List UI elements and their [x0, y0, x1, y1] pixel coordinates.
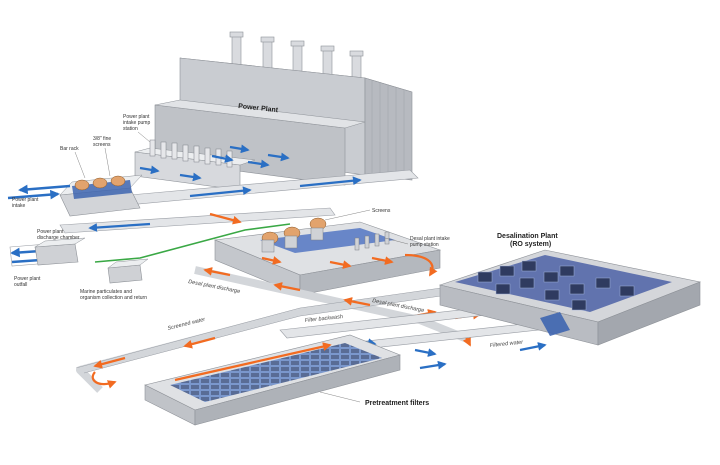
discharge-chamber-label-1: Power plant	[37, 229, 64, 235]
power-plant-stacks	[229, 31, 364, 85]
outfall-label-1: Power plant	[14, 276, 41, 282]
desal-feed-pipe	[59, 207, 336, 234]
pump-station-label-2: intake pump	[123, 120, 150, 126]
screened-water-pipe-edges	[75, 285, 456, 374]
desal-pump-label-2: pump station	[410, 242, 439, 248]
desal-plant-title-1: Desalination Plant	[497, 233, 558, 240]
marine-label-1: Marine particulates and	[80, 289, 132, 295]
pretreatment-filters-label: Pretreatment filters	[365, 400, 429, 407]
marine-label-2: organism collection and return	[80, 295, 147, 301]
desal-plant-title-2: (RO system)	[510, 241, 551, 248]
desal-intake-orange-flows	[261, 253, 438, 277]
fine-screens-label-2: screens	[93, 142, 111, 148]
power-plant-label: Power Plant	[238, 103, 279, 114]
outfall-label-2: outfall	[14, 282, 27, 288]
leader-lines	[74, 131, 409, 403]
fine-screens-label-1: 3/8" fine	[93, 136, 111, 142]
desal-pump-label-1: Desal plant intake	[410, 236, 450, 242]
desal-screening-structure	[213, 217, 442, 296]
filter-backwash-label: Filter backwash	[305, 314, 344, 324]
power-plant-intake-structure	[59, 174, 143, 217]
organism-return-line	[94, 223, 291, 263]
power-plant-blue-flows	[139, 144, 290, 182]
pump-station-label-1: Power plant	[123, 114, 150, 120]
discharge-chamber-label-2: discharge chamber	[37, 235, 80, 241]
screened-water-label: Screened water	[167, 317, 207, 332]
intake-label-2: intake	[12, 203, 26, 209]
pump-station-label-3: station	[123, 126, 138, 132]
pretreatment-filters	[144, 334, 401, 426]
desalination-plant-building	[438, 249, 702, 346]
power-plant-discharge-chamber	[34, 237, 86, 266]
intake-label-1: Power plant	[12, 197, 39, 203]
bar-rack-label: Bar rack	[60, 146, 79, 152]
marine-particulates-collection	[107, 258, 149, 284]
screens-label: Screens	[372, 208, 391, 214]
filtered-water-label: Filtered water	[490, 339, 525, 349]
